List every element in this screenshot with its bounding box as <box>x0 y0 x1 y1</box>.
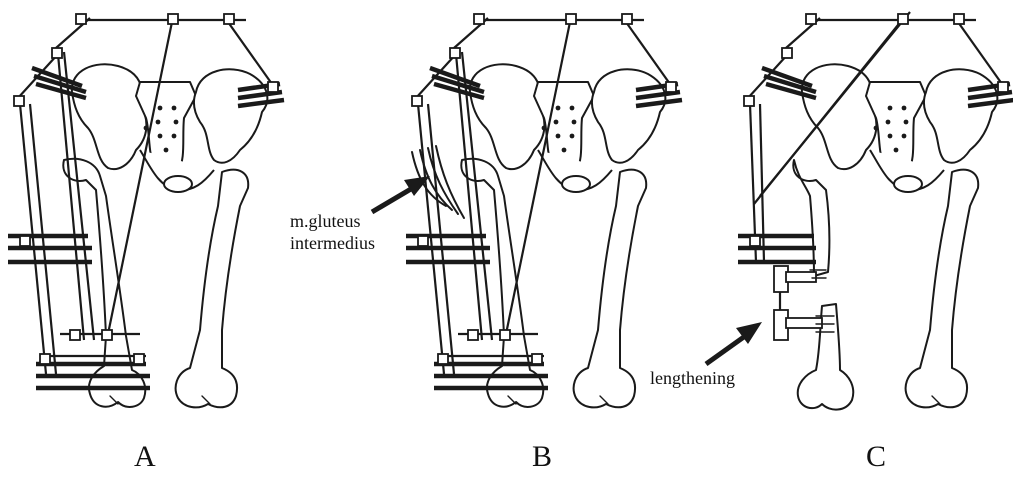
panel-label-a: A <box>134 440 156 473</box>
annotation-gluteus-line1: m.gluteus <box>290 211 361 231</box>
gluteus-arrow <box>372 176 430 212</box>
panel-c <box>738 12 1013 410</box>
panel-label-b: B <box>532 440 552 473</box>
annotation-lengthening: lengthening <box>650 368 735 388</box>
panel-a <box>8 14 284 407</box>
annotation-gluteus-line2: intermedius <box>290 233 375 253</box>
panel-label-c: C <box>866 440 886 473</box>
lengthening-arrow <box>706 322 762 364</box>
panel-b <box>406 14 682 407</box>
